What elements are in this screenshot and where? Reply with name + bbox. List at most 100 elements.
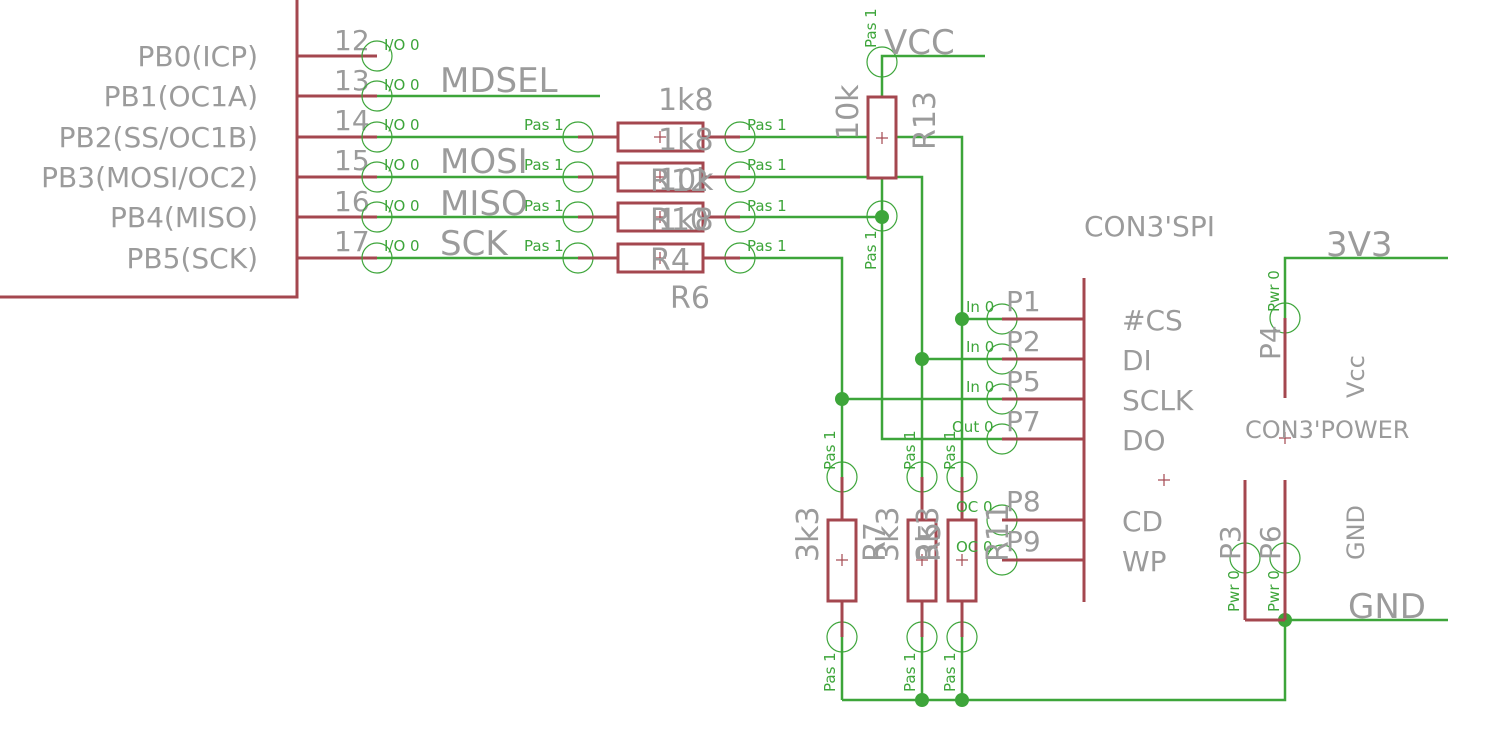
resistor-r12 <box>578 121 740 153</box>
resistor-value: 3k3 <box>791 506 826 562</box>
resistor-name: R11 <box>981 503 1016 562</box>
net-label-gnd: GND <box>1348 587 1426 627</box>
connector-pin-name: P7 <box>1006 405 1041 438</box>
resistor-name: R13 <box>908 91 943 150</box>
passive-pin-label: Pas 1 <box>747 116 787 134</box>
mcu-pin-name: PB0(ICP) <box>138 40 258 73</box>
mcu-pin-direction: I/O 0 <box>384 156 420 174</box>
connector-power-vcc-label: Vcc <box>1342 355 1370 398</box>
mcu-pin-name: PB1(OC1A) <box>104 80 258 113</box>
connector-pin-direction: In 0 <box>966 298 994 316</box>
mcu-block: PB0(ICP) PB1(OC1A) PB2(SS/OC1B) PB3(MOSI… <box>0 0 420 299</box>
wires <box>377 54 1448 702</box>
passive-pin-label: Pas 1 <box>862 8 880 48</box>
resistor-r7 <box>826 477 858 637</box>
connector-signal-label: DI <box>1122 344 1152 377</box>
resistor-r4 <box>578 201 740 233</box>
resistor-name: R12 <box>650 164 709 199</box>
net-labels: MDSEL MOSI MISO SCK VCC 3V3 GND <box>440 23 1426 627</box>
connector-pin-direction: Pwr 0 <box>1225 570 1243 612</box>
connector-pin-direction: In 0 <box>966 378 994 396</box>
passive-pin-label: Pas 1 <box>524 237 564 255</box>
connector-pin-direction: Pwr 0 <box>1265 570 1283 612</box>
net-label-mdsel: MDSEL <box>440 61 558 101</box>
net-label-sck: SCK <box>440 224 509 264</box>
connector-pin-name: P3 <box>1214 525 1247 560</box>
connector-pin-direction: Pwr 0 <box>1265 270 1283 312</box>
resistor-value: 1k8 <box>658 203 714 238</box>
passive-pin-label: Pas 1 <box>747 197 787 215</box>
resistor-r10 <box>578 161 740 193</box>
resistor-value: 3k3 <box>871 506 906 562</box>
connector-pin-name: P4 <box>1254 325 1287 360</box>
passive-pin-label: Pas 1 <box>524 197 564 215</box>
connector-pin-direction: In 0 <box>966 338 994 356</box>
resistor-r13 <box>866 95 898 180</box>
mcu-pin-direction: I/O 0 <box>384 237 420 255</box>
connector-pin-direction: Out 0 <box>952 418 994 436</box>
mcu-pin-direction: I/O 0 <box>384 36 420 54</box>
mcu-pin-name: PB4(MISO) <box>110 201 258 234</box>
mcu-pin-number: 15 <box>334 144 370 177</box>
resistor-value: 1k8 <box>658 123 714 158</box>
connector-pin-name: P2 <box>1006 325 1041 358</box>
resistor-r11 <box>946 477 978 637</box>
resistor-name: R10 <box>650 203 709 238</box>
mcu-pin-number: 13 <box>334 64 370 97</box>
connector-signal-label: DO <box>1122 424 1166 457</box>
connector-power-title: CON3'POWER <box>1245 416 1409 444</box>
net-label-vcc: VCC <box>884 23 955 63</box>
passive-pin-label: Pas 1 <box>747 237 787 255</box>
junctions <box>835 210 1292 707</box>
connector-signal-label: #CS <box>1122 304 1183 337</box>
mcu-pin-number: 17 <box>334 225 370 258</box>
resistor-value: 10k <box>658 163 714 198</box>
connector-pin-name: P6 <box>1254 525 1287 560</box>
mcu-pin-name: PB5(SCK) <box>127 242 258 275</box>
mcu-pin-number: 14 <box>334 104 370 137</box>
mcu-pin-direction: I/O 0 <box>384 116 420 134</box>
connector-signal-label: WP <box>1122 545 1167 578</box>
connector-power: CON3'POWER Vcc GND P4 P3 P6 Pwr 0 Pwr 0 … <box>1214 270 1409 622</box>
resistor-value: 10k <box>831 84 866 140</box>
resistor-name: R5 <box>913 522 948 562</box>
resistor-name: R7 <box>858 522 893 562</box>
connector-pin-name: P8 <box>1006 485 1041 518</box>
connector-signal-label: CD <box>1122 505 1163 538</box>
resistor-name: R6 <box>670 281 710 316</box>
passive-pin-label: Pas 1 <box>747 156 787 174</box>
passive-pin-label: Pas 1 <box>862 230 880 270</box>
resistor-value: 1k8 <box>658 83 714 118</box>
connector-pin-name: P9 <box>1006 525 1041 558</box>
passive-pin-labels: Pas 1 Pas 1 Pas 1 Pas 1 Pas 1 Pas 1 Pas … <box>524 8 959 692</box>
connector-spi: CON3'SPI P1 P2 P5 P7 P8 P9 In 0 In 0 In … <box>952 210 1215 602</box>
net-label-3v3: 3V3 <box>1326 225 1393 265</box>
connector-pin-direction: OC 0 <box>956 538 993 556</box>
connector-pin-direction: OC 0 <box>956 498 993 516</box>
connector-pin-name: P1 <box>1006 285 1041 318</box>
connector-power-gnd-label: GND <box>1342 505 1370 560</box>
mcu-pin-name: PB3(MOSI/OC2) <box>41 161 258 194</box>
resistor-labels: 1k8 1k8 10k 1k8 R12 R10 R4 R6 10k R13 3k… <box>650 83 1016 562</box>
passive-pin-label: Pas 1 <box>821 652 839 692</box>
passive-pin-label: Pas 1 <box>941 430 959 470</box>
connector-signal-label: SCLK <box>1122 384 1194 417</box>
mcu-pin-number: 16 <box>334 185 370 218</box>
mcu-pin-direction: I/O 0 <box>384 76 420 94</box>
mcu-pin-name: PB2(SS/OC1B) <box>59 121 258 154</box>
mcu-pin-direction: I/O 0 <box>384 197 420 215</box>
resistor-value: 3k3 <box>911 506 946 562</box>
passive-pin-label: Pas 1 <box>524 116 564 134</box>
connector-spi-title: CON3'SPI <box>1084 210 1215 243</box>
passive-pin-label: Pas 1 <box>941 652 959 692</box>
resistor-r5 <box>906 477 938 637</box>
resistor-name: R4 <box>650 243 690 278</box>
mcu-pin-number: 12 <box>334 24 370 57</box>
passive-pin-label: Pas 1 <box>524 156 564 174</box>
connector-pin-name: P5 <box>1006 365 1041 398</box>
passive-pin-label: Pas 1 <box>901 430 919 470</box>
resistor-r6 <box>578 242 740 274</box>
passive-pin-label: Pas 1 <box>821 430 839 470</box>
net-label-miso: MISO <box>440 184 528 224</box>
